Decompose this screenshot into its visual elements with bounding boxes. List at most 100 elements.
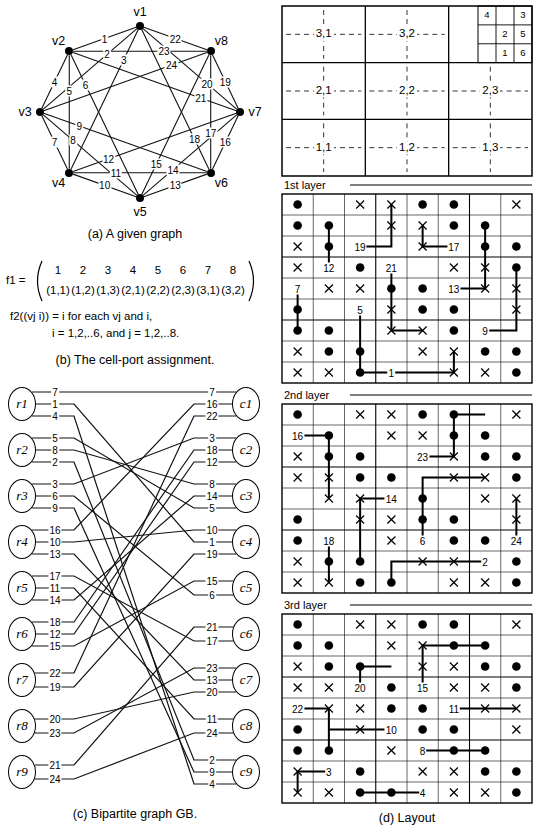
pin-dot [418,620,427,629]
edge-number: 16 [205,399,218,410]
blocked-mark [387,411,395,419]
layer-grid [282,404,532,593]
grid-line [282,362,532,363]
graph-vertex: v4 [65,169,73,177]
label-holder: (1,2) [71,284,95,297]
label-holder: 24 [205,728,218,739]
pin-dot [450,326,459,335]
pin-dot [325,347,334,356]
label-holder: 18 [322,535,335,546]
edge-number: 17 [204,127,217,138]
edge-number: 22 [48,668,61,679]
label-holder: 2 [502,29,507,39]
net-number: 16 [291,430,304,441]
routed-wire [298,709,329,751]
grid-line [282,446,532,447]
label-holder: 9 [51,503,59,514]
blocked-mark [512,411,520,419]
edge-number: 11 [49,583,61,594]
label-holder: (b) The cell-port assignment. [56,353,215,367]
label-holder: 3,2 [397,28,417,41]
pin-dot [418,410,427,419]
label-holder: 11 [110,167,122,178]
label-holder: 20 [205,687,218,698]
edge-number: 1 [101,33,109,44]
layer-title: 3rd layer [284,599,327,612]
edge-number: 24 [165,60,178,71]
edge-number: 8 [51,445,59,456]
pin-dot [418,200,427,209]
bipartite-node: r5 [8,571,36,605]
pin-dot [512,452,521,461]
edge-number: 1 [51,399,59,410]
edge-number: 3 [51,479,59,490]
blocked-mark [294,453,302,461]
edge-number: 23 [205,663,218,674]
blocked-mark [450,768,458,776]
label-holder: 6 [51,491,59,502]
connector [73,113,236,171]
edge-number: 21 [48,760,61,771]
label-holder: (2,1) [121,284,145,297]
pin-dot [481,431,490,440]
pin-dot [481,536,490,545]
edge-number: 17 [205,636,218,647]
blocked-mark [325,684,333,692]
node-label: c5 [240,581,252,596]
net-number: 13 [447,283,460,294]
graph-vertex: v6 [207,169,215,177]
net-number: 24 [510,535,523,546]
matrix-entry: (3,1) [196,284,220,297]
blocked-mark [512,726,520,734]
bipartite-node: c4 [232,525,260,559]
cell-grid [282,6,532,176]
matrix-entry: 1 [55,264,61,277]
blocked-mark [419,768,427,776]
grid-line [375,194,376,383]
blocked-mark [450,789,458,797]
label-holder: 14 [166,164,179,175]
grid-line [282,782,532,783]
pin-dot [356,578,365,587]
blocked-mark [512,621,520,629]
connector [32,391,236,392]
blocked-mark [512,201,520,209]
label-holder: 6 [208,590,216,601]
label-holder: 19 [219,76,232,87]
grid-line [282,572,532,573]
label-holder: i = 1,2,..6, and j = 1,2,..8. [52,327,179,340]
label-holder: (d) Layout [379,811,435,825]
blocked-mark [481,495,489,503]
node-label: r5 [16,581,28,596]
blocked-mark [387,621,395,629]
pin-dot [387,683,396,692]
connector [32,462,236,760]
panel-caption: (b) The cell-port assignment. [56,353,215,367]
blocked-mark [419,348,427,356]
bipartite-node: r6 [8,617,36,651]
panel-caption: (d) Layout [379,811,435,825]
label-holder: 7 [208,387,216,398]
matrix-entry: 2 [80,264,86,277]
cell-coordinate: 2,3 [480,84,500,97]
label-holder: 22 [169,33,182,44]
blocked-mark [356,621,364,629]
pin-dot [512,683,521,692]
label-holder: 19 [48,682,61,693]
port-number: 1 [502,48,507,58]
blocked-mark [325,285,333,293]
edge-number: 4 [208,779,216,790]
matrix-entry: (2,1) [121,284,145,297]
layer-title: 2nd layer [284,389,329,402]
net-number: 15 [416,682,429,693]
edge-number: 13 [169,180,182,191]
blocked-mark [481,579,489,587]
blocked-mark [481,789,489,797]
edge-number: 14 [48,595,61,606]
bipartite-node: c9 [232,755,260,789]
pin-dot [293,746,302,755]
blocked-mark [450,768,458,776]
label-holder: 6 [520,48,525,58]
bipartite-node: r4 [8,525,36,559]
connector [32,416,236,784]
